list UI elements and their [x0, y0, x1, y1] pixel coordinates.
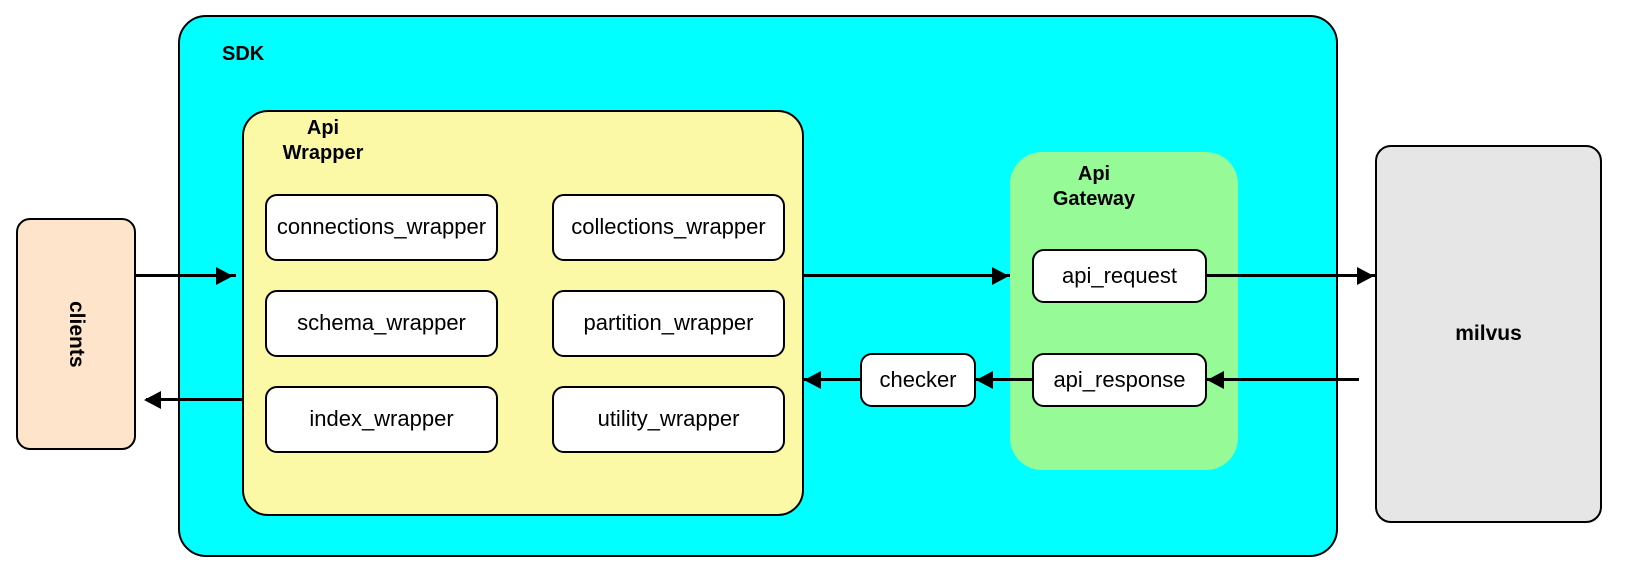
edge-response-to-checker-line	[976, 378, 1034, 381]
node-collections-wrapper[interactable]: collections_wrapper	[552, 194, 785, 261]
node-label: index_wrapper	[309, 406, 454, 432]
node-label: milvus	[1455, 322, 1522, 345]
api-gateway-container[interactable]	[1010, 152, 1238, 470]
node-checker[interactable]: checker	[860, 353, 976, 407]
node-label: api_response	[1053, 366, 1186, 392]
node-schema-wrapper[interactable]: schema_wrapper	[265, 290, 498, 357]
edge-request-to-milvus-arrowhead	[1357, 267, 1374, 285]
node-label: clients	[65, 300, 88, 368]
node-connections-wrapper[interactable]: connections_wrapper	[265, 194, 498, 261]
node-label: utility_wrapper	[597, 406, 740, 432]
node-label: checker	[879, 366, 957, 392]
node-utility-wrapper[interactable]: utility_wrapper	[552, 386, 785, 453]
edge-milvus-to-response-line	[1207, 378, 1359, 381]
node-label: connections_wrapper	[276, 214, 487, 240]
edge-wrapper-to-clients-arrowhead	[144, 391, 161, 409]
edge-wrapper-to-gateway-line	[802, 274, 1010, 277]
node-api-response[interactable]: api_response	[1032, 353, 1207, 407]
node-api-request[interactable]: api_request	[1032, 249, 1207, 303]
node-label: api_request	[1062, 262, 1177, 288]
edge-checker-to-wrapper-arrowhead	[804, 371, 821, 389]
node-label: partition_wrapper	[583, 310, 754, 336]
node-clients[interactable]: clients	[16, 218, 136, 450]
node-index-wrapper[interactable]: index_wrapper	[265, 386, 498, 453]
node-label: collections_wrapper	[571, 214, 766, 240]
api-gateway-label: Api Gateway	[1052, 163, 1136, 210]
sdk-label: SDK	[222, 43, 265, 65]
node-label: schema_wrapper	[297, 310, 466, 336]
api-wrapper-label: Api Wrapper	[282, 117, 364, 164]
node-milvus[interactable]: milvus	[1375, 145, 1602, 523]
edge-clients-to-wrapper-arrowhead	[216, 267, 233, 285]
edge-clients-to-wrapper-line	[136, 274, 236, 277]
node-partition-wrapper[interactable]: partition_wrapper	[552, 290, 785, 357]
edge-checker-to-wrapper-line	[804, 378, 862, 381]
edge-response-to-checker-arrowhead	[976, 371, 993, 389]
edge-wrapper-to-clients-line	[146, 398, 244, 401]
edge-milvus-to-response-arrowhead	[1207, 371, 1224, 389]
edge-wrapper-to-gateway-arrowhead	[992, 267, 1009, 285]
edge-request-to-milvus-line	[1206, 274, 1376, 277]
